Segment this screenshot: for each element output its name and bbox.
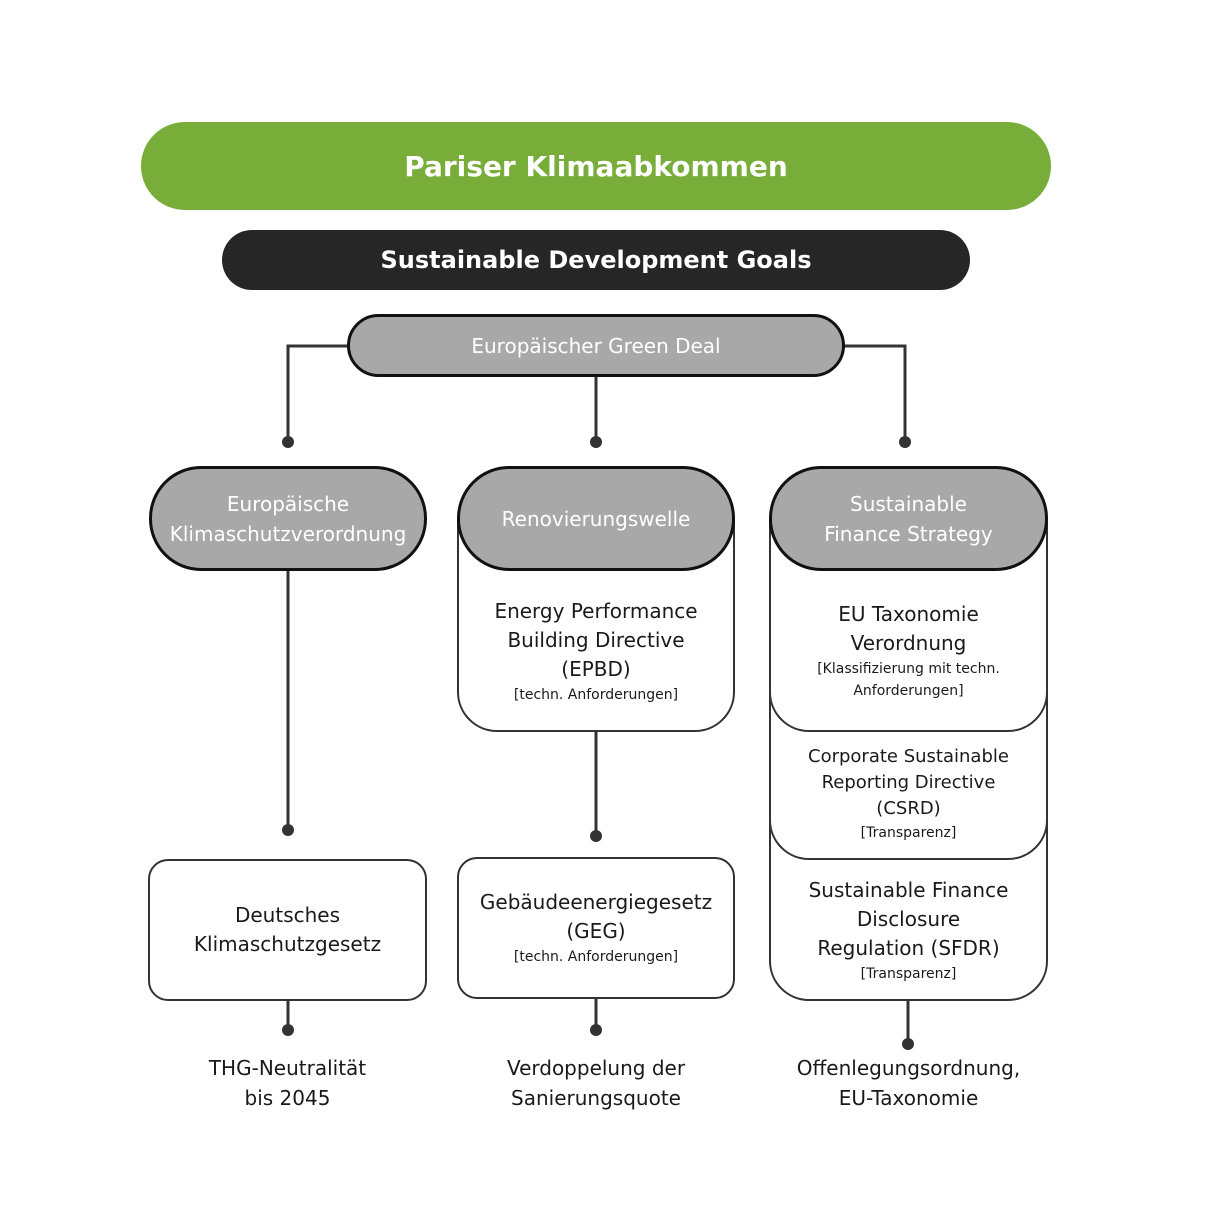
dot-right <box>899 436 911 448</box>
dot-col2-law <box>590 830 602 842</box>
col3-outcome: Offenlegungsordnung, EU-Taxonomie <box>760 1053 1057 1113</box>
col2-law-box: Gebäudeenergiegesetz (GEG) [techn. Anfor… <box>457 857 735 999</box>
taxonomy-title: Verordnung <box>850 631 967 655</box>
csrd-title: Reporting Directive <box>821 772 996 793</box>
sfdr-note: [Transparenz] <box>860 966 957 982</box>
csrd-title: (CSRD) <box>876 798 941 819</box>
paris-agreement-label: Pariser Klimaabkommen <box>404 149 788 183</box>
dot-col1-law <box>282 824 294 836</box>
connector-green-deal-left <box>286 344 350 440</box>
dot-col2-outcome <box>590 1024 602 1036</box>
col1-header: Europäische Klimaschutzverordnung <box>149 466 427 571</box>
taxonomy-note: [Klassifizierung mit techn. <box>817 661 1000 677</box>
dot-left <box>282 436 294 448</box>
sdg-banner: Sustainable Development Goals <box>222 230 970 290</box>
col1-header-line: Europäische <box>226 491 350 516</box>
paris-agreement-banner: Pariser Klimaabkommen <box>141 122 1051 210</box>
taxonomy-note: Anforderungen] <box>853 683 964 699</box>
col2-directive-title: (EPBD) <box>561 656 631 681</box>
col1-outcome-line: bis 2045 <box>244 1086 331 1110</box>
sfdr-title: Sustainable Finance <box>808 878 1009 902</box>
col1-law-title: Klimaschutzgesetz <box>193 932 382 956</box>
green-deal-label: Europäischer Green Deal <box>471 333 721 358</box>
col1-outcome-line: THG-Neutralität <box>208 1056 367 1080</box>
col2-directive-title: Building Directive <box>507 627 685 652</box>
col2-directive-note: [techn. Anforderungen] <box>513 686 679 703</box>
col3-outcome-line: EU-Taxonomie <box>838 1086 979 1110</box>
col1-law-title: Deutsches <box>234 903 341 927</box>
col2-directive-title: Energy Performance <box>494 598 698 623</box>
col2-law-note: [techn. Anforderungen] <box>513 949 679 965</box>
col3-header-line: Finance Strategy <box>824 521 993 546</box>
green-deal-box: Europäischer Green Deal <box>347 314 845 377</box>
sfdr-title: Disclosure <box>856 907 961 931</box>
col3-header-line: Sustainable <box>850 491 967 516</box>
sdg-label: Sustainable Development Goals <box>380 246 812 274</box>
dot-center <box>590 436 602 448</box>
col1-outcome: THG-Neutralität bis 2045 <box>148 1053 427 1113</box>
dot-col3-outcome <box>902 1038 914 1050</box>
col2-header-label: Renovierungswelle <box>501 506 691 531</box>
col2-header: Renovierungswelle <box>457 466 735 571</box>
col2-law-title: (GEG) <box>566 919 626 943</box>
connector-green-deal-right <box>844 344 907 440</box>
col2-outcome-line: Sanierungsquote <box>511 1086 681 1110</box>
col1-law-box: Deutsches Klimaschutzgesetz <box>148 859 427 1001</box>
taxonomy-title: EU Taxonomie <box>838 602 979 626</box>
dot-col1-outcome <box>282 1024 294 1036</box>
csrd-title: Corporate Sustainable <box>808 746 1009 767</box>
sfdr-title: Regulation (SFDR) <box>817 936 1000 960</box>
col3-outcome-line: Offenlegungsordnung, <box>796 1056 1021 1080</box>
csrd-note: [Transparenz] <box>860 825 957 841</box>
col3-header: Sustainable Finance Strategy <box>769 466 1048 571</box>
col2-law-title: Gebäudeenergiegesetz <box>479 890 713 914</box>
col2-outcome: Verdoppelung der Sanierungsquote <box>457 1053 735 1113</box>
col2-outcome-line: Verdoppelung der <box>506 1056 686 1080</box>
col1-header-line: Klimaschutzverordnung <box>169 521 407 546</box>
